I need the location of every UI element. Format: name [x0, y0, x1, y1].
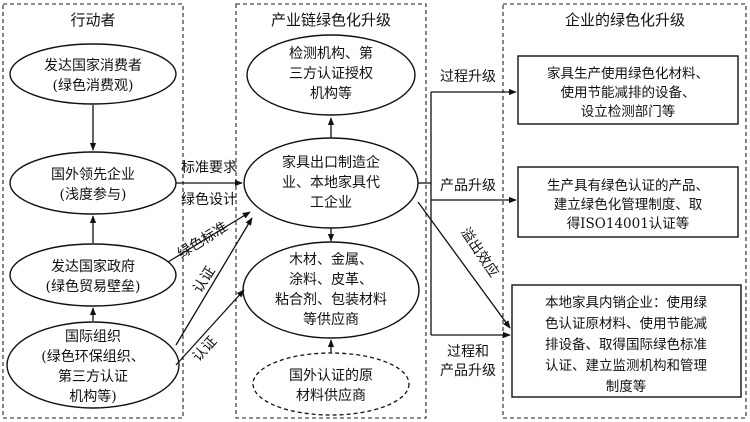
enterprise-panel-title: 企业的绿色化升级	[565, 11, 685, 29]
label-spillover-effect: 溢出效应	[457, 225, 502, 281]
chain-manufacturers-line1: 家具出口制造企	[282, 154, 380, 171]
chain-foreign-line1: 国外认证的原	[289, 368, 373, 384]
label-product-upgrade: 产品升级	[440, 178, 496, 194]
actors-panel-title: 行动者	[70, 11, 115, 29]
chain-suppliers-line1: 木材、金属、	[289, 252, 373, 268]
actors-panel	[2, 3, 184, 419]
label-process-and: 过程和	[447, 344, 489, 360]
actor-leading-firms: 国外领先企业 (浅度参与)	[9, 151, 177, 215]
chain-foreign-line2: 材料供应商	[296, 387, 366, 404]
label-certification-2: 认证	[190, 334, 221, 366]
actor-governments-line1: 发达国家政府	[51, 258, 135, 275]
actor-consumers-line2: (绿色消费观)	[53, 77, 134, 94]
upgrade-process-box: 家具生产使用绿色化材料、 使用节能减排的设备、 设立检测部门等	[517, 55, 739, 125]
arrow-governments-to-manufacturer	[167, 211, 251, 263]
label-green-design: 绿色设计	[181, 191, 237, 208]
chain-testing-institutions: 检测机构、第 三方认证授权 机构等	[246, 34, 416, 116]
chain-suppliers-line2: 涂料、皮革、	[289, 272, 373, 288]
actor-orgs-line4: 机构等)	[69, 388, 116, 405]
chain-manufacturers-line3: 工企业	[310, 194, 352, 211]
label-product-upgrade-2: 产品升级	[440, 363, 496, 379]
chain-manufacturers: 家具出口制造企 业、本地家具代 工企业	[243, 137, 419, 229]
chain-suppliers-line3: 粘合剂、包装材料	[275, 292, 387, 308]
chain-testing-line1: 检测机构、第	[289, 45, 373, 62]
upgrade-product-box: 生产具有绿色认证的产品、 建立绿色化管理制度、取 得ISO14001认证等	[517, 166, 739, 238]
label-process-upgrade: 过程升级	[440, 69, 496, 85]
actor-leading-firms-line2: (浅度参与)	[60, 186, 127, 203]
enterprise-panel	[502, 3, 747, 419]
actor-orgs-line2: (绿色环保组织、	[41, 348, 144, 365]
actor-leading-firms-line1: 国外领先企业	[51, 166, 135, 183]
actor-orgs-line3: 第三方认证	[58, 368, 128, 385]
upgrade-process-line1: 家具生产使用绿色化材料、	[547, 65, 709, 82]
upgrade-product-line3: 得ISO14001认证等	[567, 215, 690, 232]
upgrade-process-line3: 设立检测部门等	[581, 103, 676, 120]
chain-panel	[235, 3, 427, 419]
chain-testing-line2: 三方认证授权	[289, 66, 373, 82]
upgrade-process-line2: 使用节能减排的设备、	[561, 84, 696, 101]
upgrade-product-line1: 生产具有绿色认证的产品、	[547, 177, 709, 194]
chain-suppliers-line4: 等供应商	[303, 311, 359, 328]
arrow-orgs-to-manufacturer	[175, 217, 253, 346]
actor-consumers-line1: 发达国家消费者	[44, 57, 142, 74]
actor-international-orgs: 国际组织 (绿色环保组织、 第三方认证 机构等)	[6, 321, 180, 409]
upgrade-product-line2: 建立绿色化管理制度、取	[554, 196, 703, 213]
actor-governments: 发达国家政府 (绿色贸易壁垒)	[9, 243, 177, 307]
chain-panel-title: 产业链绿色化升级	[271, 11, 391, 29]
arrow-spillover-effect	[417, 201, 511, 329]
upgrade-domestic-box: 本地家具内销企业：使用绿 色认证原材料、使用节能减 排设备、取得国际绿色标准 认…	[511, 284, 742, 398]
chain-testing-line3: 机构等	[310, 85, 352, 102]
chain-suppliers: 木材、金属、 涂料、皮革、 粘合剂、包装材料 等供应商	[242, 241, 420, 339]
upgrade-domestic-line1: 本地家具内销企业：使用绿	[545, 294, 707, 311]
actor-governments-line2: (绿色贸易壁垒)	[46, 278, 141, 295]
chain-foreign-suppliers: 国外认证的原 材料供应商	[252, 352, 410, 416]
actor-consumers: 发达国家消费者 (绿色消费观)	[9, 43, 177, 105]
upgrade-domestic-line5: 制度等	[606, 378, 647, 395]
upgrade-domestic-line2: 色认证原材料、使用节能减	[545, 315, 707, 332]
label-standard-requirement: 标准要求	[181, 160, 237, 176]
upgrade-domestic-line4: 认证、建立监测机构和管理	[545, 358, 707, 374]
upgrade-domestic-line3: 排设备、取得国际绿色标准	[545, 336, 707, 353]
chain-manufacturers-line2: 业、本地家具代	[282, 174, 380, 191]
actor-orgs-line1: 国际组织	[65, 329, 121, 345]
arrow-orgs-to-suppliers	[175, 289, 245, 366]
